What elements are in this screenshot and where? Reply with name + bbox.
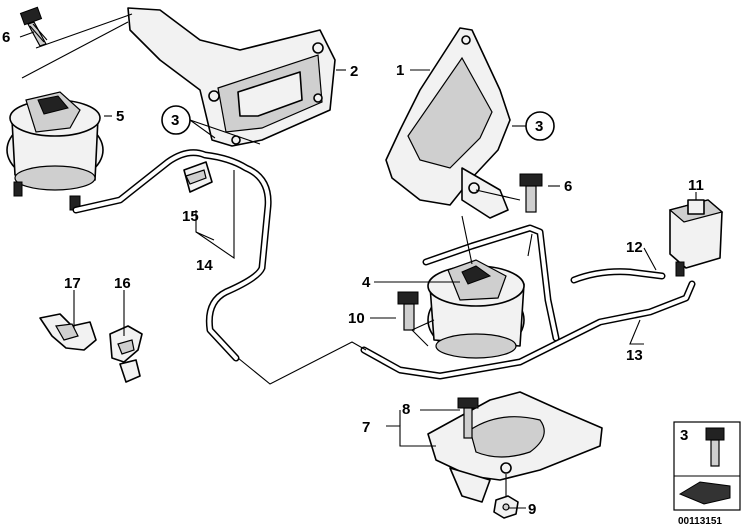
bolt-6-top <box>19 6 48 47</box>
leader-lines <box>19 13 697 509</box>
arrow-icon <box>678 481 731 505</box>
ref-circle-3-left <box>161 105 191 135</box>
legend-box: 3 <box>673 421 741 511</box>
bolt-10 <box>397 291 419 331</box>
legend-bolt-icon <box>705 427 725 467</box>
label-1: 1 <box>396 62 404 79</box>
label-13: 13 <box>626 347 643 364</box>
engine-bracket-1 <box>385 27 511 219</box>
label-15: 15 <box>182 208 199 225</box>
clip-17 <box>39 313 97 351</box>
legend-label: 3 <box>680 427 688 444</box>
document-number: 00113151 <box>678 516 722 527</box>
label-8: 8 <box>402 401 410 418</box>
label-9: 9 <box>528 501 536 518</box>
label-6-top: 6 <box>2 29 10 46</box>
engine-mount-5 <box>6 91 104 211</box>
label-12: 12 <box>626 239 643 256</box>
label-5: 5 <box>116 108 124 125</box>
vacuum-line-center <box>422 224 560 342</box>
label-3-left: 3 <box>171 112 179 129</box>
ref-circle-3-right <box>525 111 555 141</box>
label-14: 14 <box>196 257 213 274</box>
hose-13 <box>360 280 696 380</box>
clip-16 <box>109 325 143 383</box>
label-3-right: 3 <box>535 118 543 135</box>
label-4: 4 <box>362 274 371 291</box>
vacuum-hose-14 <box>72 149 272 362</box>
label-16: 16 <box>114 275 131 292</box>
engine-support-7 <box>427 391 603 503</box>
label-17: 17 <box>64 275 81 292</box>
engine-bracket-2 <box>127 7 336 147</box>
engine-mount-4 <box>427 259 525 359</box>
solenoid-valve-11 <box>668 199 724 277</box>
label-6-right: 6 <box>564 178 572 195</box>
nut-9 <box>493 495 519 519</box>
clip-15 <box>183 161 213 193</box>
label-2: 2 <box>350 63 358 80</box>
bolt-8 <box>457 397 479 439</box>
label-10: 10 <box>348 310 365 327</box>
hose-12 <box>570 268 666 284</box>
label-7: 7 <box>362 419 370 436</box>
label-11: 11 <box>688 177 704 194</box>
bolt-6-right <box>519 173 543 213</box>
